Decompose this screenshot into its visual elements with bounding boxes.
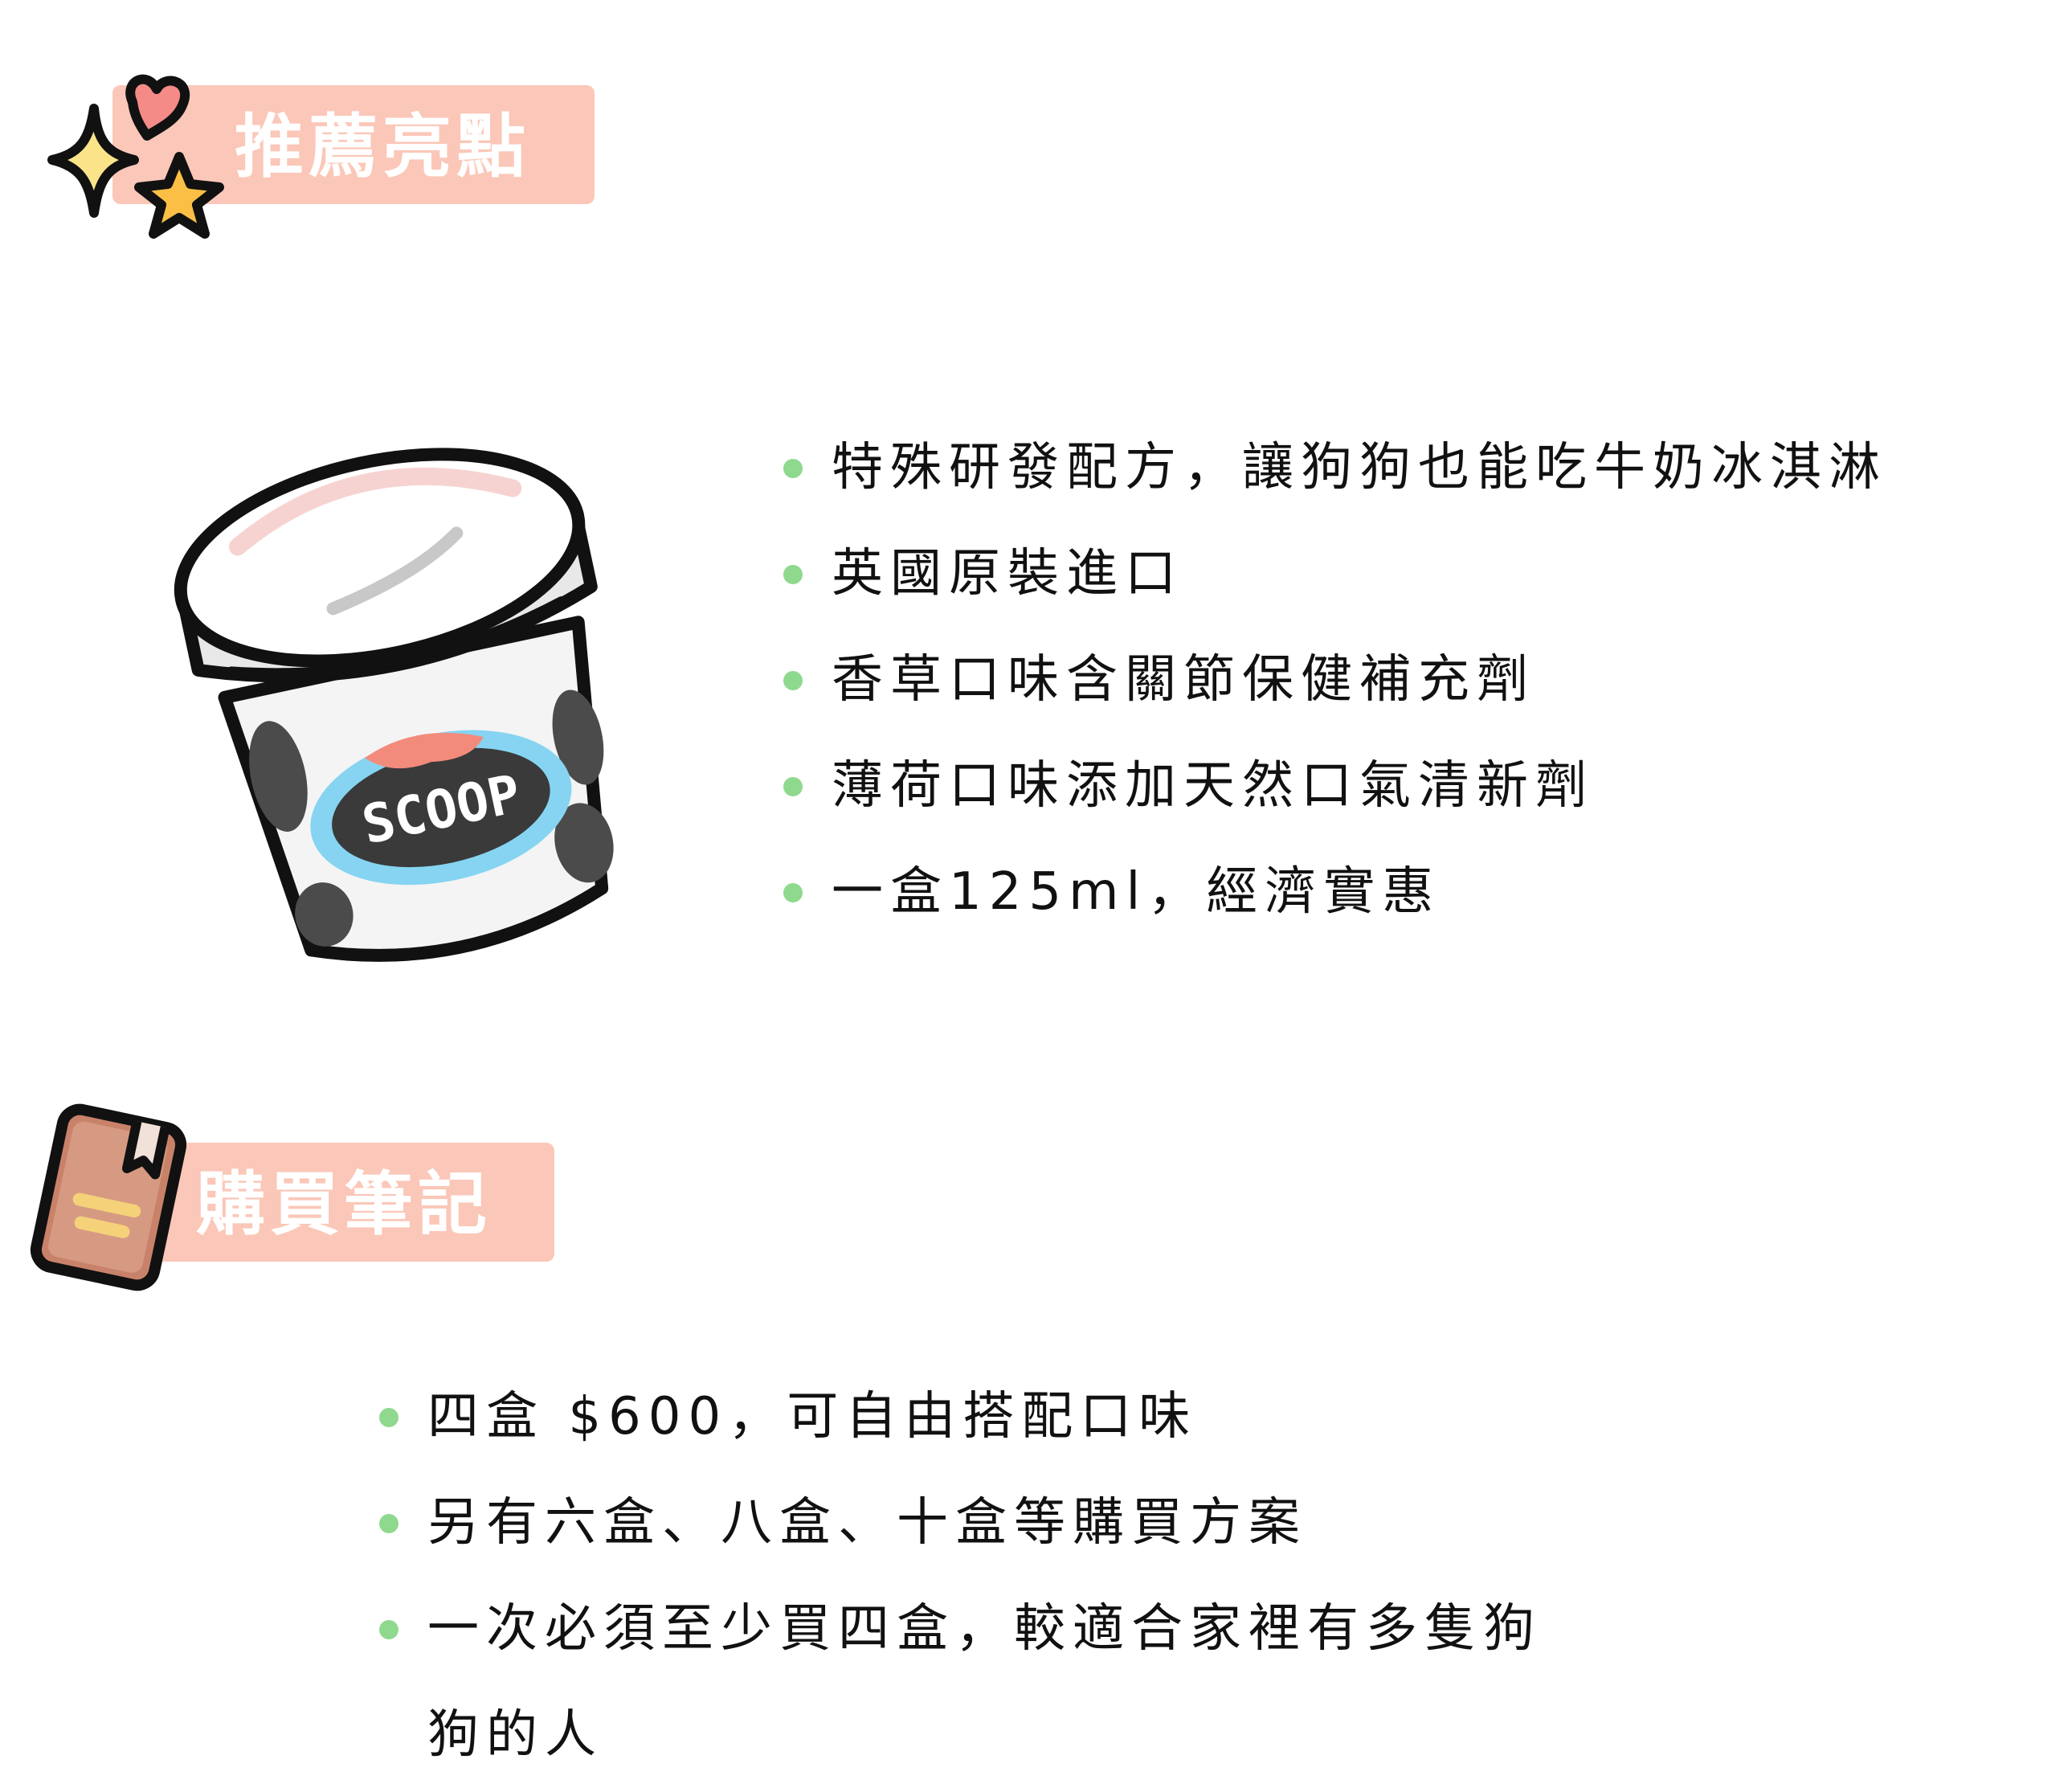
list-item: 英國原裝進口	[783, 521, 1887, 627]
bullet-dot	[783, 459, 803, 478]
list-item: 一盒125ml，經濟實惠	[783, 839, 1887, 945]
bullet-dot	[379, 1408, 398, 1427]
list-item-continuation: 狗的人	[427, 1705, 603, 1765]
bullet-dot	[379, 1620, 398, 1639]
bullet-dot	[783, 777, 803, 796]
notes-list: 四盒 $600，可自由搭配口味 另有六盒、八盒、十盒等購買方案 一次必須至少買四…	[379, 1364, 1542, 1788]
highlights-list: 特殊研發配方，讓狗狗也能吃牛奶冰淇淋 英國原裝進口 香草口味含關節保健補充劑 薄…	[783, 415, 1887, 945]
highlights-header: 推薦亮點	[0, 0, 611, 257]
notebook-icon	[30, 1103, 187, 1291]
notes-header-pill	[121, 1143, 554, 1262]
notes-header: 購買筆記	[0, 1093, 578, 1294]
highlights-title: 推薦亮點	[235, 107, 530, 187]
ice-cream-cup-icon: SCOOP	[174, 448, 614, 962]
notes-title: 購買筆記	[196, 1164, 492, 1245]
list-item: 特殊研發配方，讓狗狗也能吃牛奶冰淇淋	[783, 415, 1887, 521]
bullet-dot	[379, 1514, 398, 1533]
list-item: 香草口味含關節保健補充劑	[783, 627, 1887, 733]
list-item: 薄荷口味添加天然口氣清新劑	[783, 733, 1887, 839]
list-item: 另有六盒、八盒、十盒等購買方案	[379, 1470, 1542, 1576]
list-item: 一次必須至少買四盒，較適合家裡有多隻狗	[379, 1576, 1542, 1682]
bullet-dot	[783, 883, 803, 902]
list-item: 四盒 $600，可自由搭配口味	[379, 1364, 1542, 1470]
bullet-dot	[783, 671, 803, 690]
bullet-dot	[783, 565, 803, 584]
sparkles-icon	[47, 74, 224, 239]
